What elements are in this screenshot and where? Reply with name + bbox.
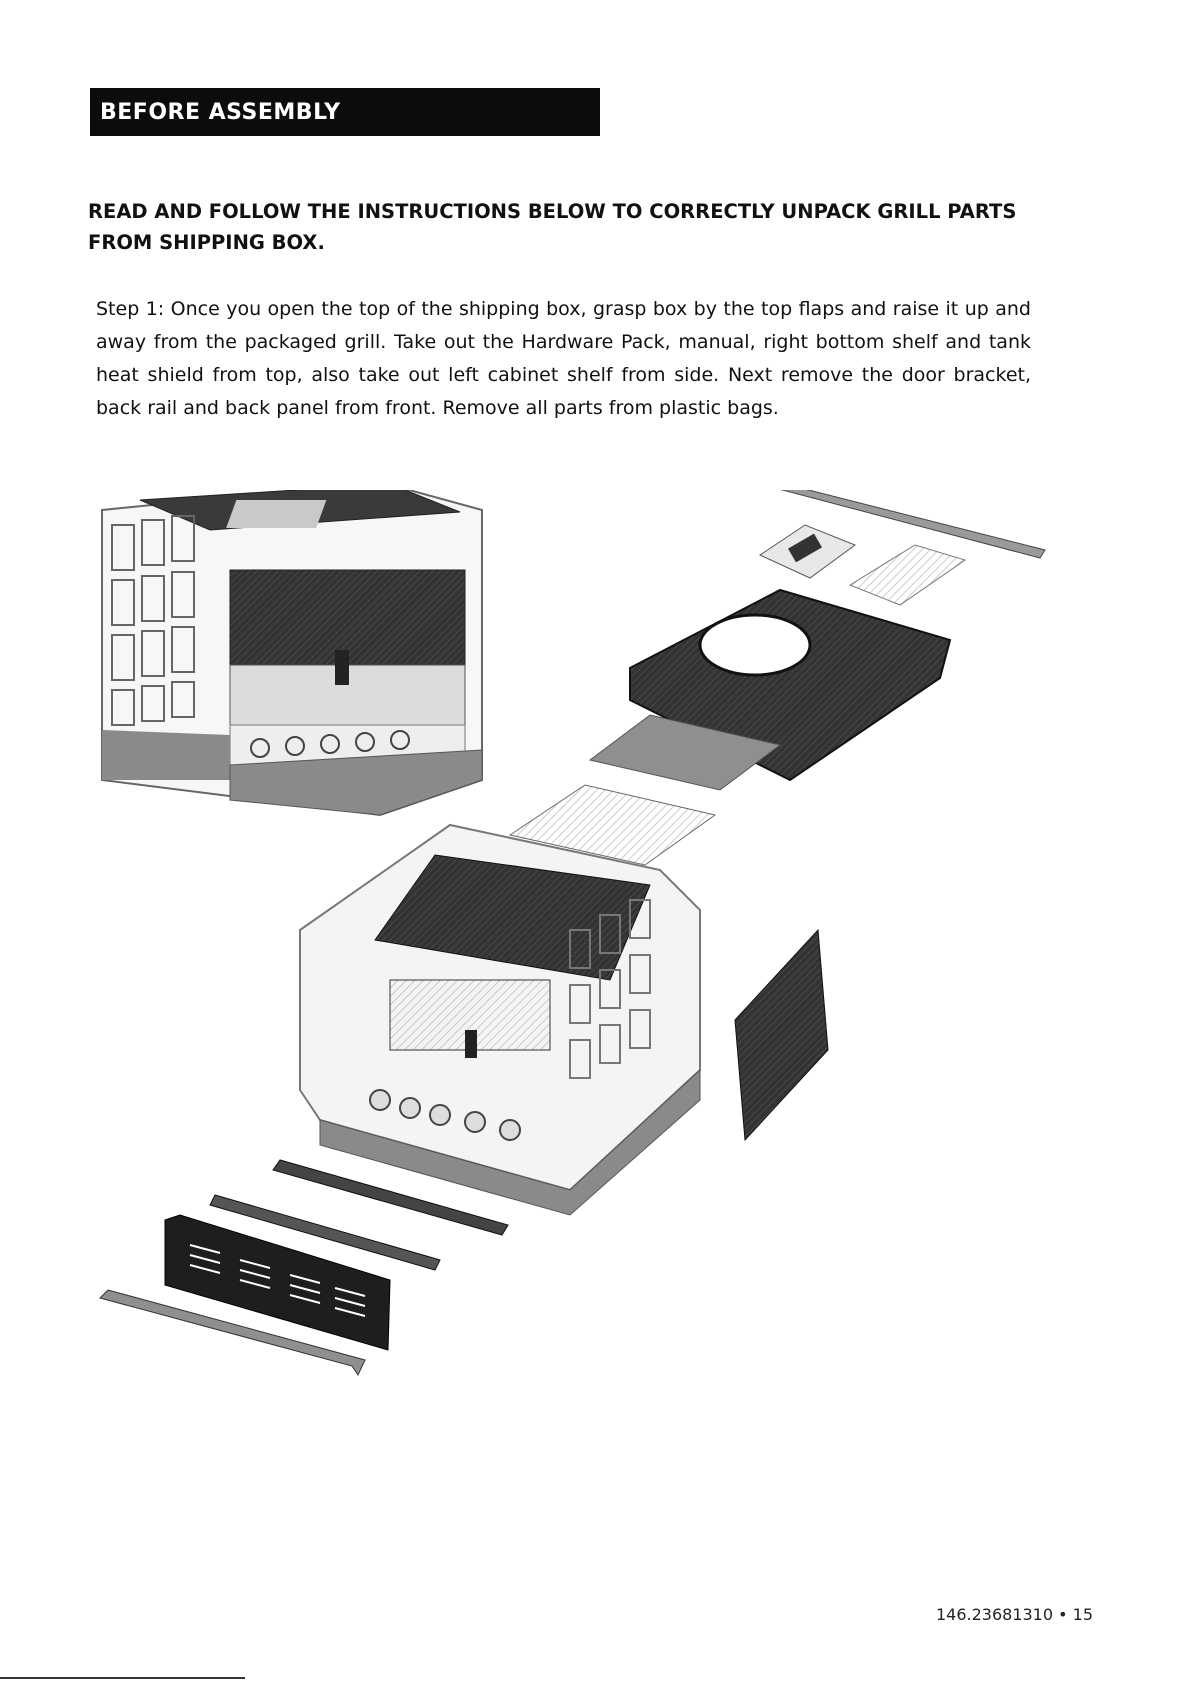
section-banner: BEFORE ASSEMBLY (90, 88, 600, 136)
instruction-heading: READ AND FOLLOW THE INSTRUCTIONS BELOW T… (88, 200, 1017, 254)
grill-in-lower-box (299, 823, 701, 1216)
bottom-rail (209, 1194, 441, 1271)
back-panel (734, 928, 829, 1142)
step-1-text: Step 1: Once you open the top of the shi… (96, 298, 1031, 419)
back-rail (780, 490, 1046, 559)
manual-cover-graphic (788, 533, 822, 563)
tank-heat-shield (588, 714, 782, 791)
section-title: BEFORE ASSEMBLY (100, 99, 341, 125)
page-number: 146.23681310 • 15 (935, 1605, 1093, 1624)
left-cabinet-shelf (508, 784, 717, 866)
bottom-rule (0, 1677, 245, 1679)
hardware-pack (848, 544, 967, 606)
angle-rail (99, 1289, 366, 1377)
unpacking-diagram (99, 490, 1046, 1377)
vented-panel (164, 1214, 391, 1351)
packaged-grill-in-box (101, 490, 483, 817)
door-bracket (272, 1159, 509, 1236)
